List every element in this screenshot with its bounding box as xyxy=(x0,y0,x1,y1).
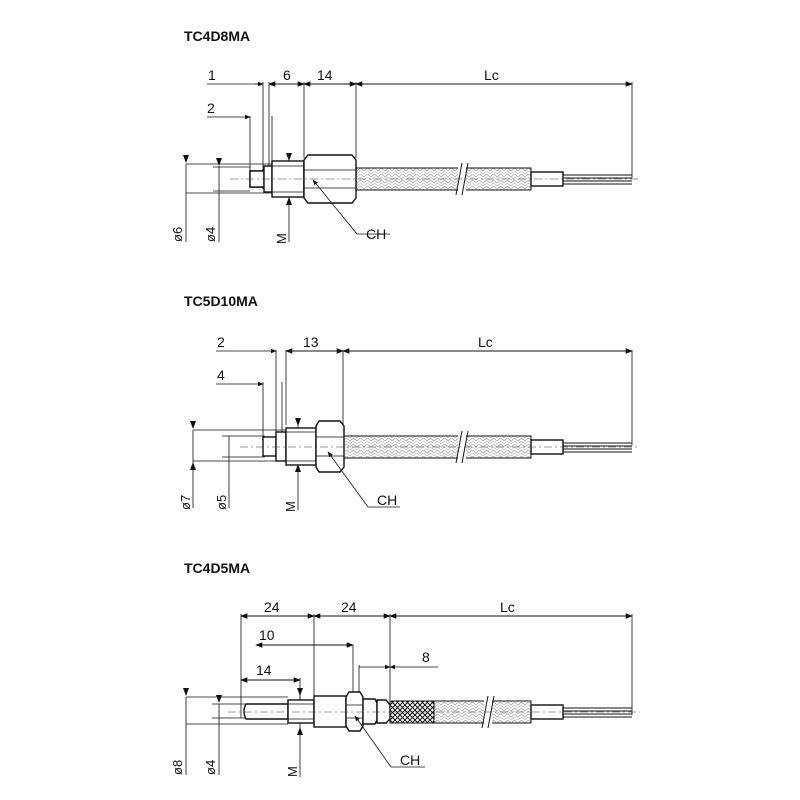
dim-label: ø4 xyxy=(203,760,218,775)
dim-label: 4 xyxy=(217,367,225,383)
dim-label: 8 xyxy=(422,649,430,665)
callout-label: CH xyxy=(377,492,397,508)
drawing-tc4d5ma: TC4D5MA 24 24 Lc 10 8 14 ø8 ø4 M xyxy=(170,560,640,777)
dim-label: M xyxy=(285,766,300,777)
dim-label: 10 xyxy=(259,627,275,643)
model-title: TC4D8MA xyxy=(184,28,250,44)
dim-label: 2 xyxy=(207,100,215,116)
dim-label: ø4 xyxy=(203,227,218,242)
dim-label: 24 xyxy=(341,599,357,615)
dim-label: 6 xyxy=(283,67,291,83)
dim-label: 2 xyxy=(217,334,225,350)
dim-label: M xyxy=(274,233,289,244)
model-title: TC5D10MA xyxy=(184,293,258,309)
dim-label: Lc xyxy=(478,334,493,350)
dim-label: 13 xyxy=(303,334,319,350)
dim-label: ø5 xyxy=(214,495,229,510)
dim-label: Lc xyxy=(484,67,499,83)
dim-label: ø8 xyxy=(170,760,185,775)
dim-label: Lc xyxy=(500,599,515,615)
callout-label: CH xyxy=(400,752,420,768)
dim-label: M xyxy=(283,501,298,512)
dim-label: ø7 xyxy=(178,495,193,510)
callout-label: CH xyxy=(366,226,386,242)
dim-label: 14 xyxy=(256,662,272,678)
dim-label: 1 xyxy=(208,67,216,83)
model-title: TC4D5MA xyxy=(184,560,250,576)
drawing-tc5d10ma: TC5D10MA 2 13 Lc 4 ø7 ø5 M xyxy=(178,293,640,512)
dim-label: 24 xyxy=(264,599,280,615)
dim-label: ø6 xyxy=(170,227,185,242)
dim-label: 14 xyxy=(317,67,333,83)
drawing-tc4d8ma: TC4D8MA 1 6 14 Lc 2 ø6 ø4 xyxy=(170,28,640,244)
